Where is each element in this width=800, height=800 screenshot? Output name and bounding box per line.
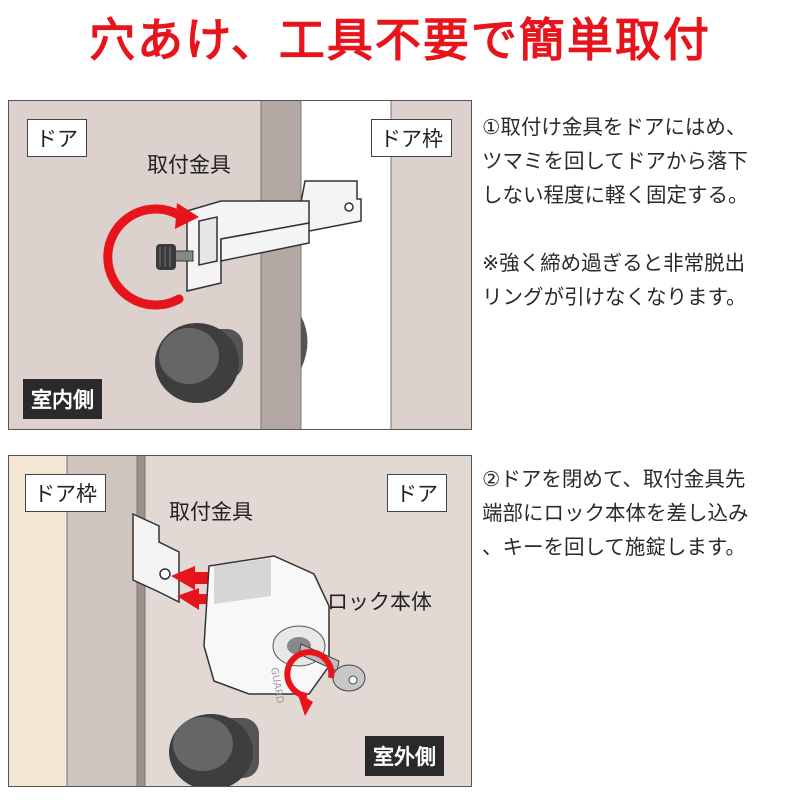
latch-shadow — [301, 316, 308, 369]
door-label: ドア — [387, 474, 447, 512]
side-label: 室内側 — [23, 379, 102, 419]
bracket-label: 取付金具 — [147, 153, 231, 177]
frame-label: ドア枠 — [25, 474, 106, 512]
step1-text: ①取付け金具をドアにはめ、 ツマミを回してドアから落下 しない程度に軽く固定する… — [482, 110, 792, 314]
door-knob — [169, 714, 259, 786]
side-label: 室外側 — [365, 736, 444, 776]
headline: 穴あけ、工具不要で簡単取付 — [89, 13, 711, 67]
bracket-plate — [186, 180, 362, 292]
bracket-label: 取付金具 — [169, 500, 253, 524]
outdoor-illustration-svg: GUARD — [9, 456, 471, 786]
rotate-arrowhead — [175, 203, 199, 229]
turn-arrow — [284, 649, 335, 699]
illustration-indoor: ドア ドア枠 取付金具 室内側 — [8, 100, 472, 430]
turn-arrowhead — [297, 692, 313, 716]
step2-text: ②ドアを閉めて、取付金具先 端部にロック本体を差し込み 、キーを回して施錠します… — [482, 462, 792, 564]
step1-note: ※強く締め過ぎると非常脱出 リングが引けなくなります。 — [482, 251, 747, 309]
step2-instructions: ②ドアを閉めて、取付金具先 端部にロック本体を差し込み 、キーを回して施錠します… — [482, 467, 749, 559]
door-edge — [261, 101, 301, 429]
thumb-screw — [156, 244, 194, 270]
illustration-outdoor: GUARD ドア枠 ドア 取付金具 ロック本体 室外側 — [8, 455, 472, 787]
rotate-arrow — [103, 204, 184, 310]
frame-label: ドア枠 — [371, 119, 452, 157]
door-label: ドア — [27, 119, 87, 157]
lock-body: GUARD — [203, 555, 330, 705]
step1-instructions: ①取付け金具をドアにはめ、 ツマミを回してドアから落下 しない程度に軽く固定する… — [482, 115, 749, 207]
insert-arrows — [171, 566, 214, 610]
door-knob — [155, 323, 243, 403]
frame-edge — [137, 456, 145, 786]
lock-label: ロック本体 — [327, 590, 432, 614]
